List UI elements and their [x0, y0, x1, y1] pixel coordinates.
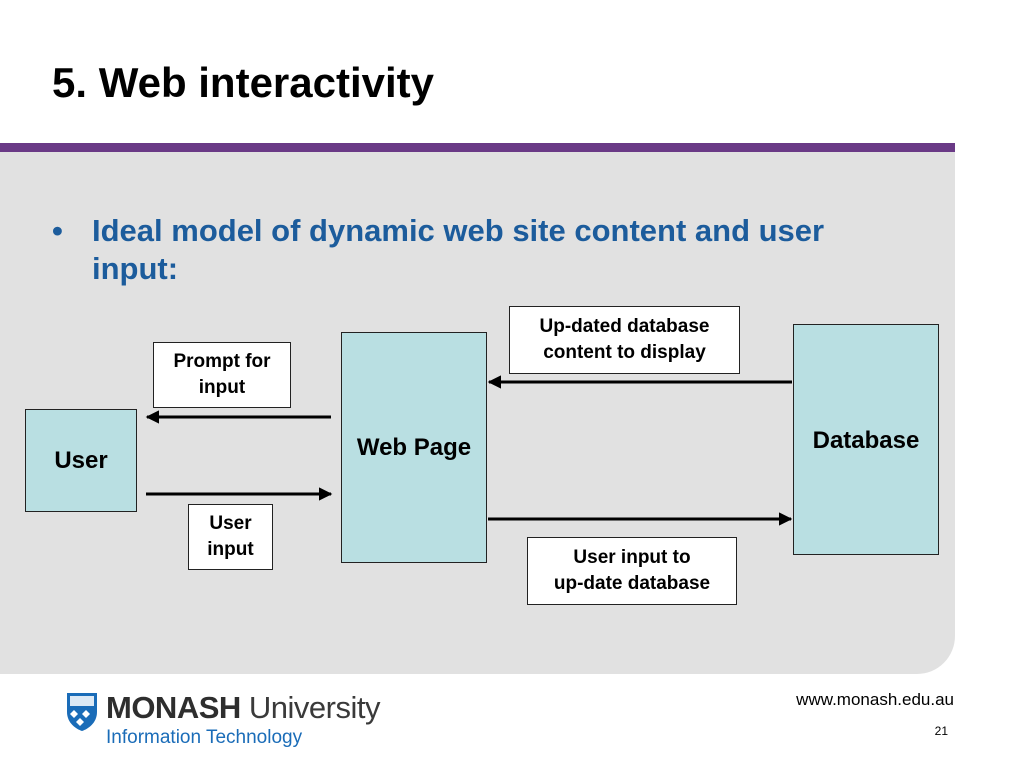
- updated-content-label: Up-dated database content to display: [509, 306, 740, 374]
- bullet-text: Ideal model of dynamic web site content …: [92, 213, 825, 286]
- logo-wordmark: MONASH University: [106, 690, 380, 726]
- footer-url: www.monash.edu.au: [796, 690, 954, 709]
- title-divider-bar: [0, 143, 955, 152]
- slide-title: 5. Web interactivity: [52, 59, 435, 106]
- database-box: Database: [793, 324, 939, 555]
- monash-crest-icon: [67, 693, 97, 731]
- user-input-update-label: User input to up-date database: [527, 537, 737, 605]
- logo-wordmark-bold: MONASH: [106, 690, 241, 725]
- user-box: User: [25, 409, 137, 512]
- logo-wordmark-rest: University: [240, 690, 381, 725]
- user-input-label: User input: [188, 504, 273, 570]
- monash-logo: MONASH University Information Technology: [66, 690, 406, 752]
- logo-subtitle: Information Technology: [106, 727, 303, 748]
- prompt-label: Prompt for input: [153, 342, 291, 408]
- page-number: 21: [934, 724, 948, 738]
- bullet-marker: •: [52, 213, 63, 248]
- web-page-box: Web Page: [341, 332, 487, 563]
